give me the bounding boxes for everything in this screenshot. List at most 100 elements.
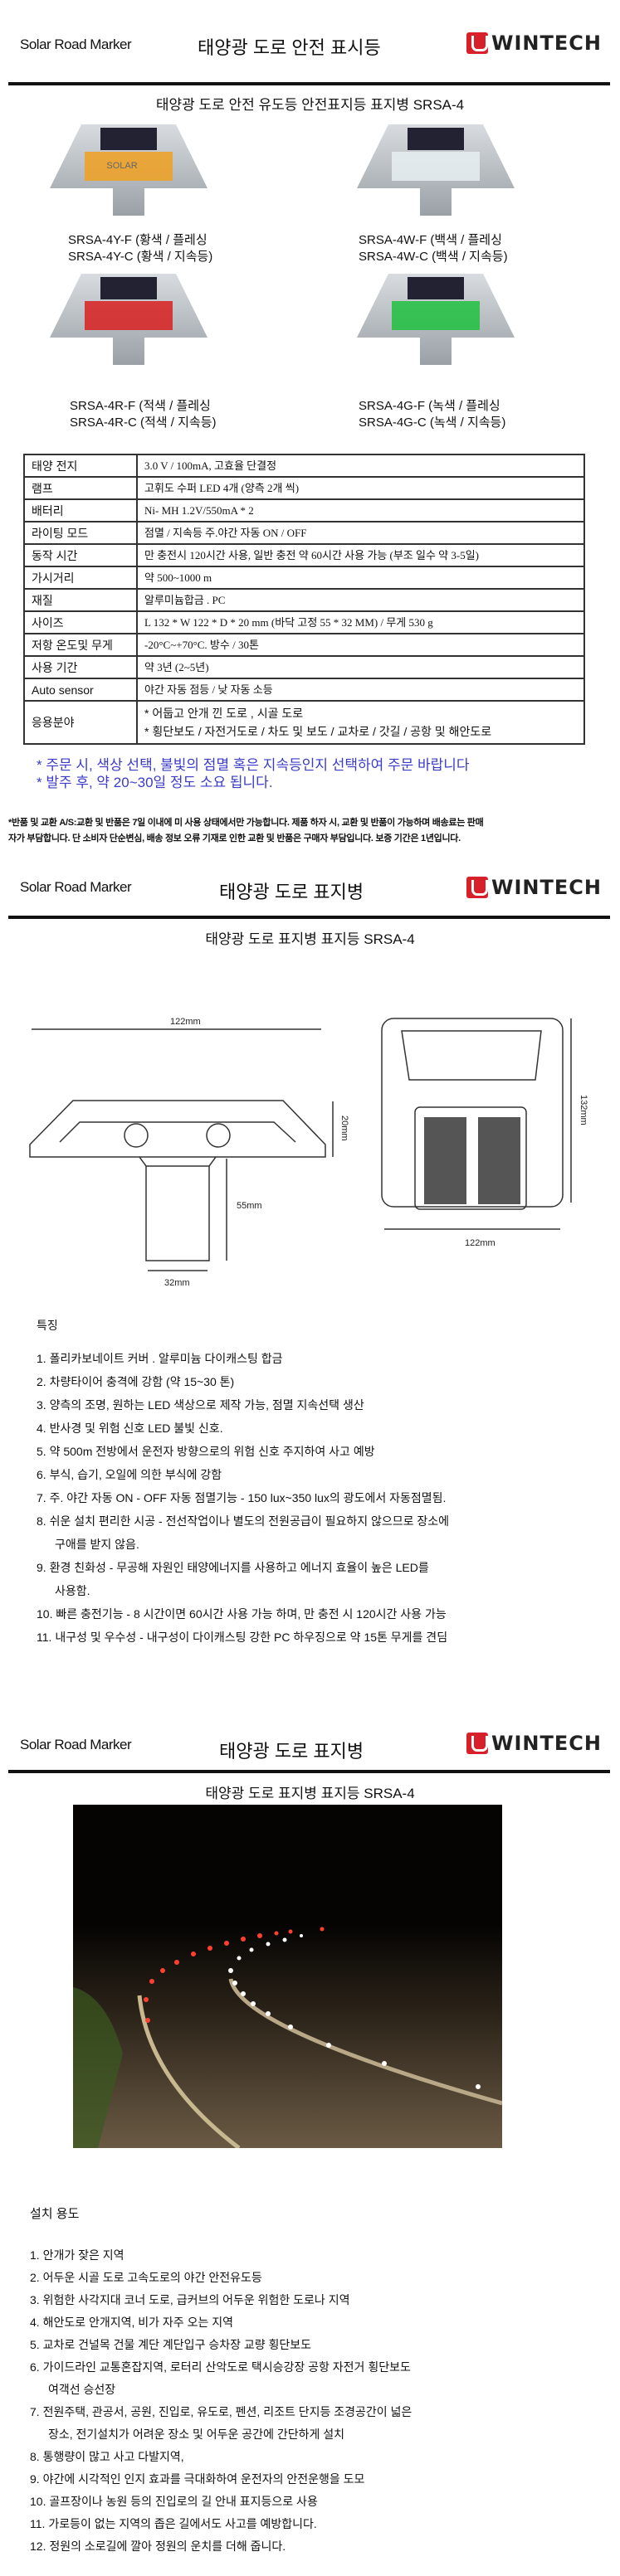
spec-value: Ni- MH 1.2V/550mA * 2 <box>136 498 585 522</box>
dimension-drawing: 122mm 20mm 55mm 32mm 122mm 132mm <box>29 1017 588 1288</box>
order-notes: * 주문 시, 색상 선택, 불빛의 점멸 혹은 지속등인지 선택하여 주문 바… <box>37 756 470 791</box>
brand-name: WINTECH <box>491 876 602 899</box>
list-item-text: 11. 내구성 및 우수성 - 내구성이 다이캐스팅 강한 PC 하우징으로 약… <box>37 1631 448 1644</box>
section-subtitle: 태양광 도로 표지병 표지등 SRSA-4 <box>205 1786 415 1801</box>
spec-label: 사용 기간 <box>23 655 138 679</box>
product-model-flashing: SRSA-4W-F (백색 / 플레싱 <box>359 233 502 247</box>
spec-value: 고휘도 수퍼 LED 4개 (양측 2개 씩) <box>136 476 585 500</box>
list-item-text: 10. 빠른 충전기능 - 8 시간이면 60시간 사용 가능 하며, 만 충전… <box>37 1607 447 1621</box>
list-item-text: 6. 가이드라인 교통혼잡지역, 로터리 산악도로 택시승강장 공항 자전거 횡… <box>30 2360 411 2374</box>
list-item: 9. 야간에 시각적인 인지 효과를 극대화하여 운전자의 안전운행을 도모 <box>30 2468 594 2491</box>
spec-value: 알루미늄합금 . PC <box>136 588 585 612</box>
list-item: 4. 반사경 및 위험 신호 LED 불빛 신호. <box>37 1417 601 1440</box>
list-item-text: 3. 양측의 조명, 원하는 LED 색상으로 제작 가능, 점멸 지속선택 생… <box>37 1398 364 1412</box>
list-item-text: 5. 약 500m 전방에서 운전자 방향으로의 위험 신호 주지하여 사고 예… <box>37 1445 375 1458</box>
post <box>145 1166 210 1261</box>
list-item-continuation: 여객선 승선장 <box>48 2383 116 2396</box>
list-item-text: 3. 위험한 사각지대 코너 도로, 급커브의 어두운 위험한 도로나 지역 <box>30 2293 350 2306</box>
list-item-text: 4. 해안도로 안개지역, 비가 자주 오는 지역 <box>30 2316 233 2329</box>
solar-panel <box>100 128 158 150</box>
product-model-steady: SRSA-4R-C (적색 / 지속등) <box>70 416 217 430</box>
top-view-body <box>381 1018 564 1208</box>
return-policy: *반품 및 교환 A/S:교환 및 반품은 7일 이내에 미 사용 상태에서만 … <box>8 815 614 847</box>
dim-post-width: 32mm <box>164 1278 190 1288</box>
solar-panel <box>407 277 465 299</box>
spec-label: 가시거리 <box>23 566 138 590</box>
application-line: * 횡단보도 / 자전거도로 / 차도 및 보도 / 교차로 / 갓길 / 공항… <box>144 725 492 738</box>
product-model-steady: SRSA-4Y-C (황색 / 지속등) <box>68 250 213 264</box>
list-item: 8. 쉬운 설치 편리한 시공 - 전선작업이나 별도의 전원공급이 필요하지 … <box>37 1509 601 1556</box>
dim-width: 122mm <box>170 1017 201 1027</box>
solar-panel <box>478 1117 520 1204</box>
return-policy-line: 자가 부담합니다. 단 소비자 단순변심, 배송 정보 오류 기재로 인한 교환… <box>8 834 461 843</box>
spec-label: Auto sensor <box>23 678 138 702</box>
list-item-text: 11. 가로등이 없는 지역의 좁은 길에서도 사고를 예방합니다. <box>30 2517 317 2530</box>
led-reflector <box>391 301 481 331</box>
list-item: 4. 해안도로 안개지역, 비가 자주 오는 지역 <box>30 2311 594 2334</box>
list-item-continuation: 구애를 받지 않음. <box>55 1538 139 1551</box>
list-item: 3. 위험한 사각지대 코너 도로, 급커브의 어두운 위험한 도로나 지역 <box>30 2289 594 2311</box>
dim-top-width: 122mm <box>465 1238 496 1248</box>
list-item-text: 6. 부식, 습기, 오일에 의한 부식에 강함 <box>37 1468 222 1481</box>
spec-row-application: 응용분야* 어둡고 안개 낀 도로 , 시골 도로* 횡단보도 / 자전거도로 … <box>23 700 585 745</box>
spec-value: 만 충전시 120시간 사용, 일반 충전 약 60시간 사용 가능 (부조 일… <box>136 543 585 567</box>
solar-panel <box>100 277 158 299</box>
section-subtitle: 태양광 도로 안전 유도등 안전표지등 표지병 SRSA-4 <box>155 97 465 113</box>
spec-row: 저항 온도및 무게-20°C~+70°C. 방수 / 30톤 <box>23 633 585 657</box>
list-item-text: 9. 야간에 시각적인 인지 효과를 극대화하여 운전자의 안전운행을 도모 <box>30 2472 365 2486</box>
list-item: 11. 내구성 및 우수성 - 내구성이 다이캐스팅 강한 PC 하우징으로 약… <box>37 1626 601 1649</box>
list-item-text: 1. 폴리카보네이트 커버 . 알루미늄 다이캐스팅 합금 <box>37 1352 283 1365</box>
led-reflector <box>391 152 481 182</box>
brand-name: WINTECH <box>491 1732 602 1755</box>
application-line: * 어둡고 안개 낀 도로 , 시골 도로 <box>144 707 304 720</box>
spec-label: 태양 전지 <box>23 454 138 478</box>
spec-value: 3.0 V / 100mA, 고효율 단결정 <box>136 454 585 478</box>
spec-label: 사이즈 <box>23 610 138 634</box>
product-image <box>357 274 515 365</box>
list-item: 1. 안개가 잦은 지역 <box>30 2244 594 2267</box>
header-english-title: Solar Road Marker <box>20 879 132 895</box>
header-divider <box>8 1770 610 1773</box>
list-item: 6. 부식, 습기, 오일에 의한 부식에 강함 <box>37 1463 601 1486</box>
solar-panel <box>407 128 465 150</box>
list-item-text: 9. 환경 친화성 - 무공해 자원인 태양에너지를 사용하고 에너지 효율이 … <box>37 1561 429 1574</box>
spec-value: 점멸 / 지속등 주.야간 자동 ON / OFF <box>136 521 585 545</box>
spec-value: 야간 자동 점등 / 낮 자동 소등 <box>136 678 585 702</box>
list-item: 1. 폴리카보네이트 커버 . 알루미늄 다이캐스팅 합금 <box>37 1347 601 1370</box>
dim-post-height: 55mm <box>237 1201 262 1211</box>
wintech-logo-icon <box>466 877 488 898</box>
list-item: 6. 가이드라인 교통혼잡지역, 로터리 산악도로 택시승강장 공항 자전거 횡… <box>30 2356 594 2401</box>
wintech-logo: WINTECH <box>466 32 602 55</box>
list-item: 9. 환경 친화성 - 무공해 자원인 태양에너지를 사용하고 에너지 효율이 … <box>37 1556 601 1602</box>
spec-label: 라이팅 모드 <box>23 521 138 545</box>
list-item: 5. 교차로 건널목 건물 계단 계단입구 승차장 교량 횡단보도 <box>30 2334 594 2356</box>
product-caption: SRSA-4W-F (백색 / 플레싱 SRSA-4W-C (백색 / 지속등) <box>359 232 508 265</box>
product-label: SOLAR <box>106 161 138 171</box>
product-model-steady: SRSA-4W-C (백색 / 지속등) <box>359 250 508 264</box>
list-item: 7. 전원주택, 관공서, 공원, 진입로, 유도로, 펜션, 리조트 단지등 … <box>30 2401 594 2446</box>
features-title: 특징 <box>37 1319 58 1332</box>
list-item: 10. 빠른 충전기능 - 8 시간이면 60시간 사용 가능 하며, 만 충전… <box>37 1602 601 1626</box>
led-reflector <box>84 301 173 331</box>
features-list: 1. 폴리카보네이트 커버 . 알루미늄 다이캐스팅 합금 2. 차량타이어 충격… <box>37 1347 601 1649</box>
spec-label: 저항 온도및 무게 <box>23 633 138 657</box>
header-korean-title: 태양광 도로 표지병 <box>219 1741 364 1762</box>
list-item-text: 12. 정원의 소로길에 깔아 정원의 운치를 더해 줍니다. <box>30 2540 286 2553</box>
spec-value: -20°C~+70°C. 방수 / 30톤 <box>136 633 585 657</box>
header-english-title: Solar Road Marker <box>20 1737 132 1752</box>
list-item-text: 8. 통행량이 많고 사고 다발지역, <box>30 2450 184 2463</box>
uses-title: 설치 용도 <box>30 2207 80 2221</box>
list-item-text: 2. 차량타이어 충격에 강함 (약 15~30 톤) <box>37 1375 235 1388</box>
spec-value: 약 3년 (2~5년) <box>136 655 585 679</box>
list-item-continuation: 사용함. <box>55 1584 90 1597</box>
night-road-photo <box>73 1805 502 2148</box>
header-divider <box>8 916 610 919</box>
